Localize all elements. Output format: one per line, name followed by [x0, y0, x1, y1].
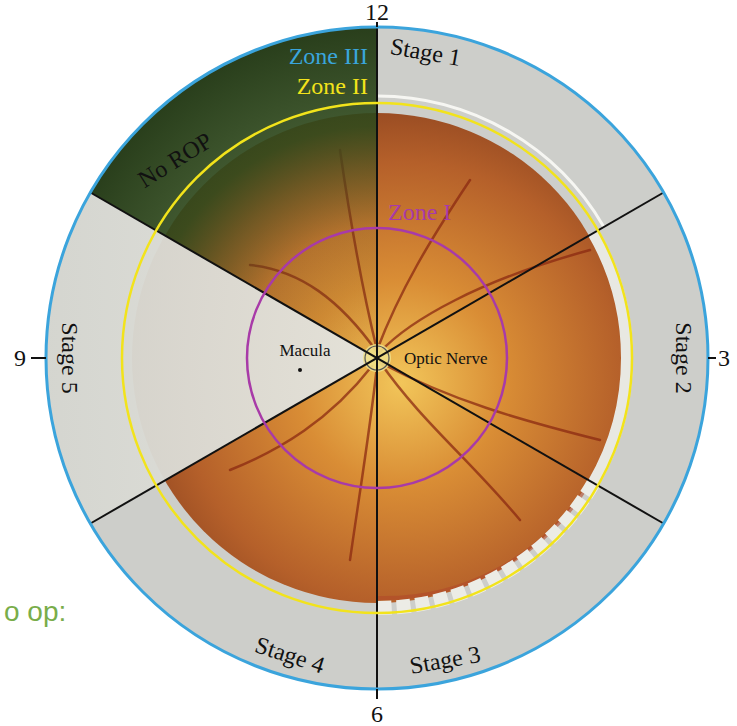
- anatomy-label: Optic Nerve: [402, 350, 490, 367]
- zone-two-circle: [122, 103, 632, 613]
- ridge: [594, 233, 627, 483]
- clock-number: 6: [369, 702, 385, 726]
- retina-image: [31, 0, 720, 700]
- zone-label: Zone II: [295, 74, 370, 98]
- zone-label: Zone I: [386, 200, 453, 224]
- zone-one-circle: [247, 228, 507, 488]
- clock-number: 3: [716, 346, 732, 370]
- caption-fragment: o op:: [2, 598, 68, 626]
- clock-ticks: [31, 22, 716, 699]
- demarcation-line: [377, 96, 604, 227]
- clock-number: 12: [363, 0, 391, 24]
- anatomy-label: Macula: [278, 342, 333, 359]
- stage-label: Stage 5: [58, 320, 82, 395]
- zone-three-circle: [46, 27, 708, 689]
- clock-number: 9: [12, 346, 28, 370]
- zone-label: Zone III: [287, 44, 370, 68]
- sector-lines: [90, 27, 663, 689]
- macula-dot: [298, 368, 302, 372]
- retinal-detachment-sector: [31, 158, 377, 558]
- stage-label: Stage 2: [672, 320, 696, 395]
